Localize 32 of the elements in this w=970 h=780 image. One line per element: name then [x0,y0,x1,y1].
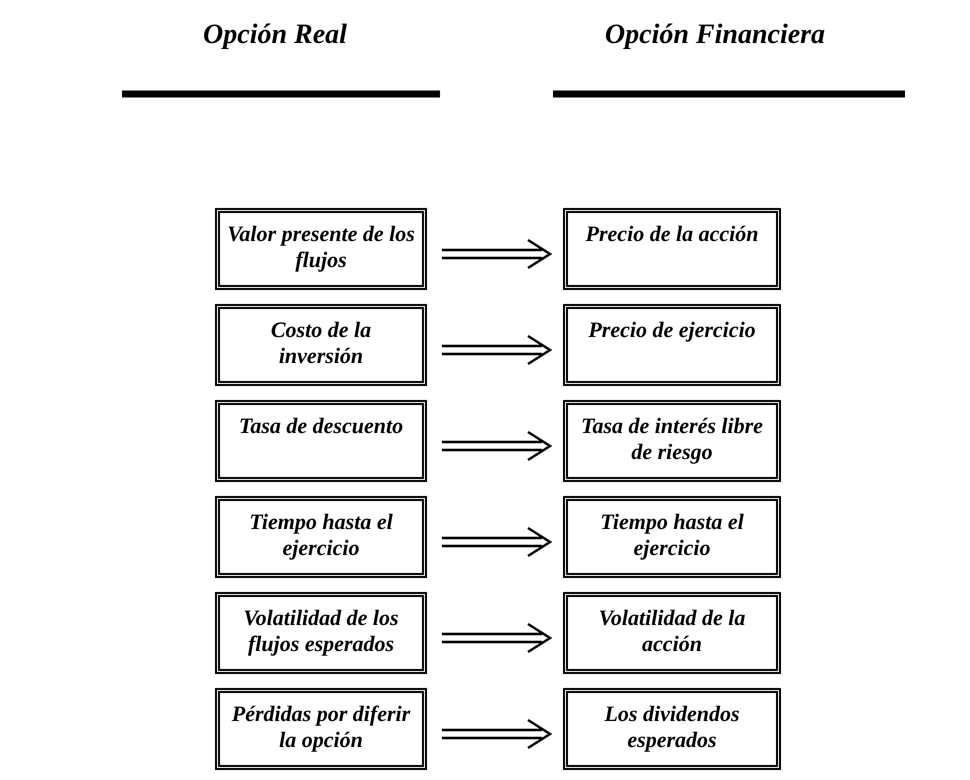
text-box [215,688,427,770]
column-heading: Opción Real [202,22,348,48]
box-text: Volatilidad de la acción [598,605,746,658]
text-box [215,208,427,290]
text-box [563,304,781,386]
double-arrow [440,334,552,366]
text-box [563,400,781,482]
box-text: Tiempo hasta el ejercicio [248,509,394,562]
box-text: Costo de la inversión [270,317,372,370]
column-heading: Opción Financiera [604,22,826,48]
double-arrow [440,238,552,270]
double-arrow [440,622,552,654]
box-text: Precio de ejercicio [588,317,756,344]
box-text: Los dividendos esperados [603,701,741,754]
text-box [215,400,427,482]
box-text: Tasa de descuento [238,413,404,440]
text-box [215,592,427,674]
text-box [563,592,781,674]
text-box [563,208,781,290]
double-arrow [440,718,552,750]
double-arrow [440,526,552,558]
box-text: Pérdidas por diferir la opción [230,701,412,754]
text-box [215,496,427,578]
text-box [215,304,427,386]
box-text: Volatilidad de los flujos esperados [242,605,400,658]
text-box [563,496,781,578]
double-arrow [440,430,552,462]
box-text: Tasa de interés libre de riesgo [580,413,764,466]
box-text: Tiempo hasta el ejercicio [599,509,745,562]
box-text: Valor presente de los flujos [226,221,416,274]
box-text: Precio de la acción [586,221,758,248]
text-box [563,688,781,770]
